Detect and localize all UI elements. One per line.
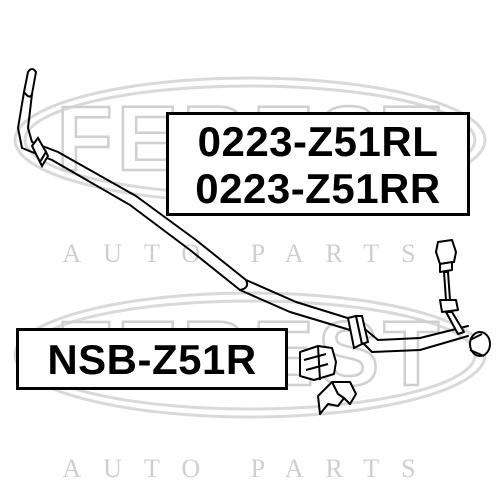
bar-bushing-left — [30, 136, 50, 169]
label-box-links: 0223-Z51RL 0223-Z51RR — [166, 112, 470, 216]
part-number-link-right: 0223-Z51RR — [195, 165, 441, 212]
label-box-bushing: NSB-Z51R — [16, 328, 288, 390]
part-number-bushing: NSB-Z51R — [47, 336, 257, 383]
stabilizer-bar — [17, 68, 469, 353]
part-number-link-left: 0223-Z51RL — [197, 118, 439, 165]
watermark-tagline-lower: AUTO PARTS — [62, 454, 437, 483]
bushing-exploded — [299, 345, 357, 415]
bar-bushing-right — [346, 314, 370, 350]
stabilizer-link — [435, 239, 491, 357]
watermark-tagline-upper: AUTO PARTS — [62, 239, 437, 268]
